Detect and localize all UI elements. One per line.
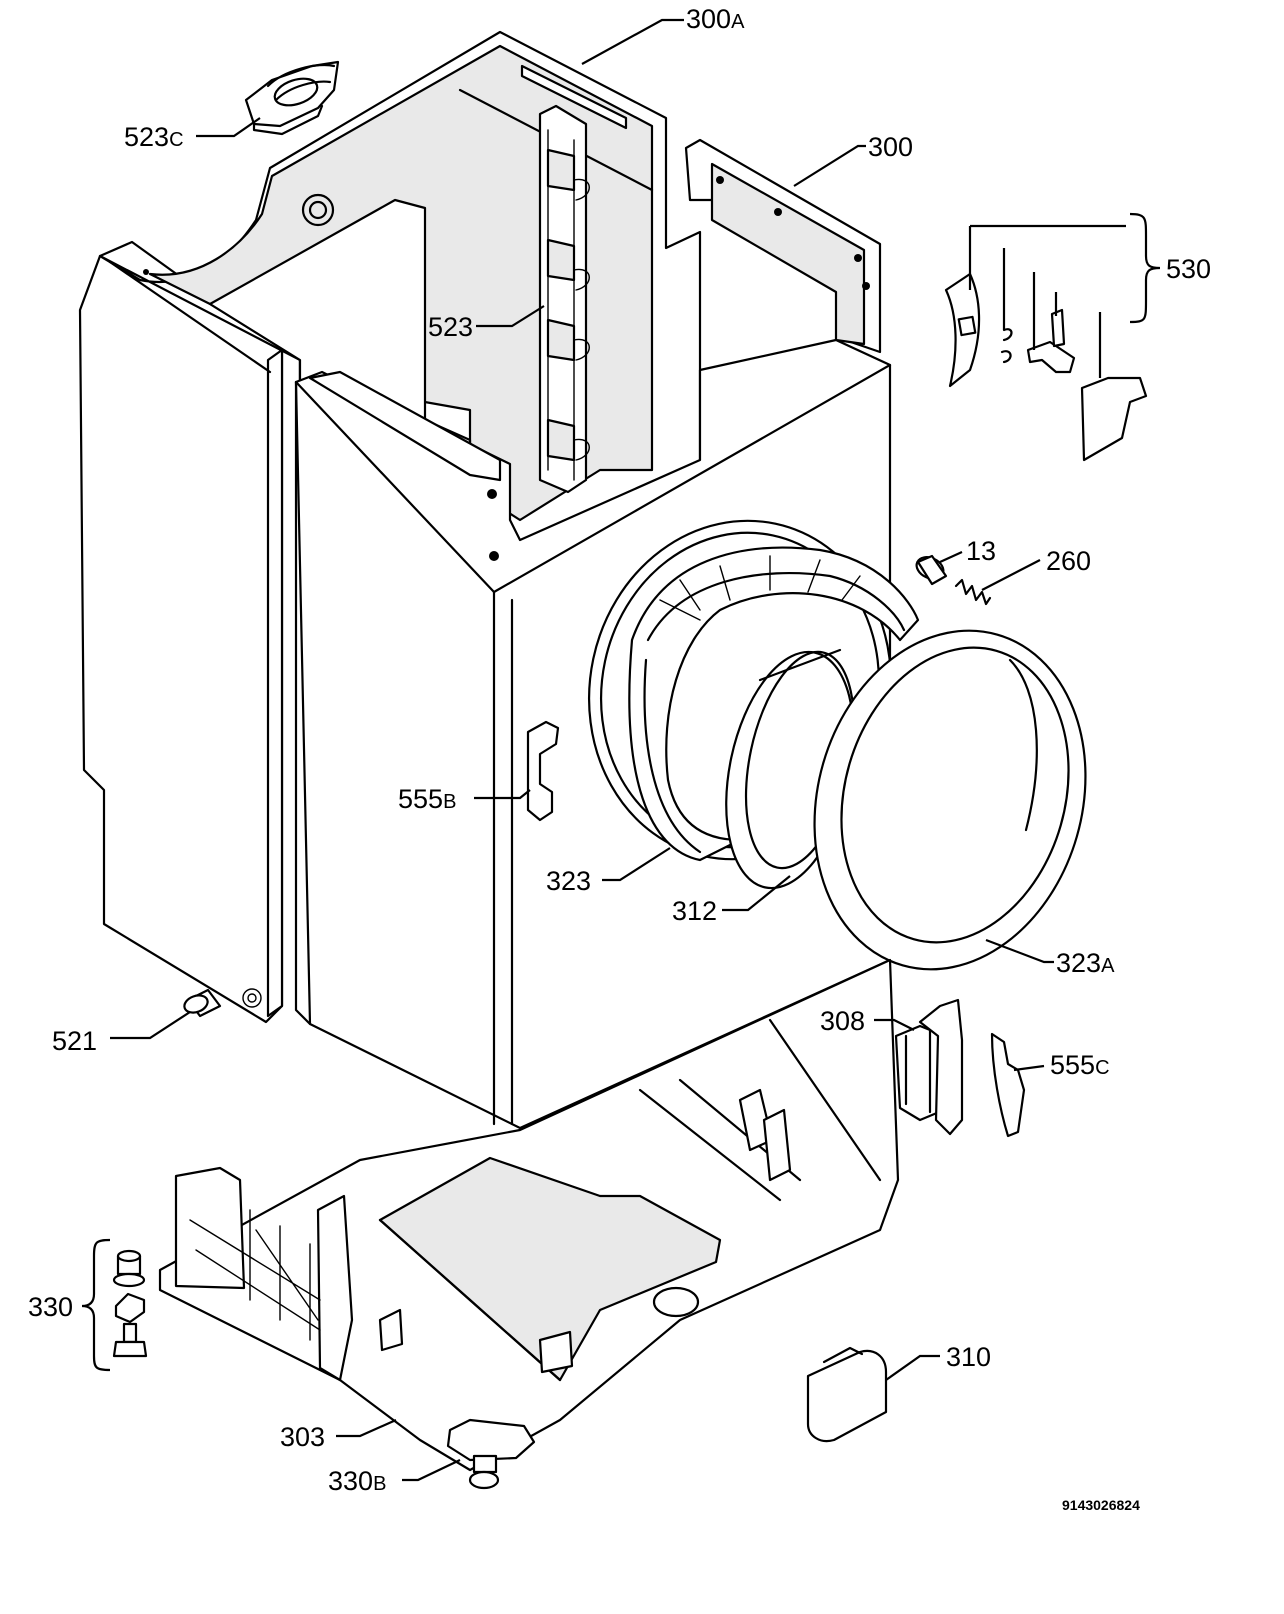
door-ring-323 bbox=[628, 546, 920, 862]
base-frame-303 bbox=[158, 958, 900, 1472]
label-13: 13 bbox=[966, 536, 996, 566]
label-523: 523 bbox=[428, 312, 473, 342]
bush-13 bbox=[915, 554, 948, 586]
cabinet-300 bbox=[294, 138, 893, 1130]
label-310: 310 bbox=[946, 1342, 991, 1372]
rail-523 bbox=[538, 104, 590, 494]
spring-260 bbox=[954, 578, 992, 606]
outer-ring-323a bbox=[813, 629, 1087, 971]
drawing-code: 9143026824 bbox=[1062, 1497, 1140, 1513]
label-323a: 323A bbox=[1056, 948, 1115, 978]
label-323: 323 bbox=[546, 866, 591, 896]
label-521: 521 bbox=[52, 1026, 97, 1056]
door-lock-530 bbox=[944, 272, 1148, 462]
label-300a: 300A bbox=[686, 4, 745, 34]
cover-panel-310 bbox=[806, 1346, 888, 1443]
label-308: 308 bbox=[820, 1006, 865, 1036]
label-330b: 330B bbox=[328, 1466, 386, 1496]
hinge-308 bbox=[894, 998, 964, 1136]
label-523c: 523C bbox=[124, 122, 184, 152]
label-312: 312 bbox=[672, 896, 717, 926]
side-panel bbox=[78, 240, 284, 1024]
label-300: 300 bbox=[868, 132, 913, 162]
label-330: 330 bbox=[28, 1292, 73, 1322]
foot-330b bbox=[446, 1418, 536, 1490]
leader-lines bbox=[81, 18, 1161, 1482]
hinge-cover-555c bbox=[990, 1032, 1026, 1138]
screw-521 bbox=[183, 988, 222, 1018]
label-260: 260 bbox=[1046, 546, 1091, 576]
label-530: 530 bbox=[1166, 254, 1211, 284]
label-555c: 555C bbox=[1050, 1050, 1110, 1080]
screw-set-330 bbox=[112, 1249, 148, 1358]
label-303: 303 bbox=[280, 1422, 325, 1452]
label-555b: 555B bbox=[398, 784, 456, 814]
clip-523c bbox=[244, 60, 340, 136]
